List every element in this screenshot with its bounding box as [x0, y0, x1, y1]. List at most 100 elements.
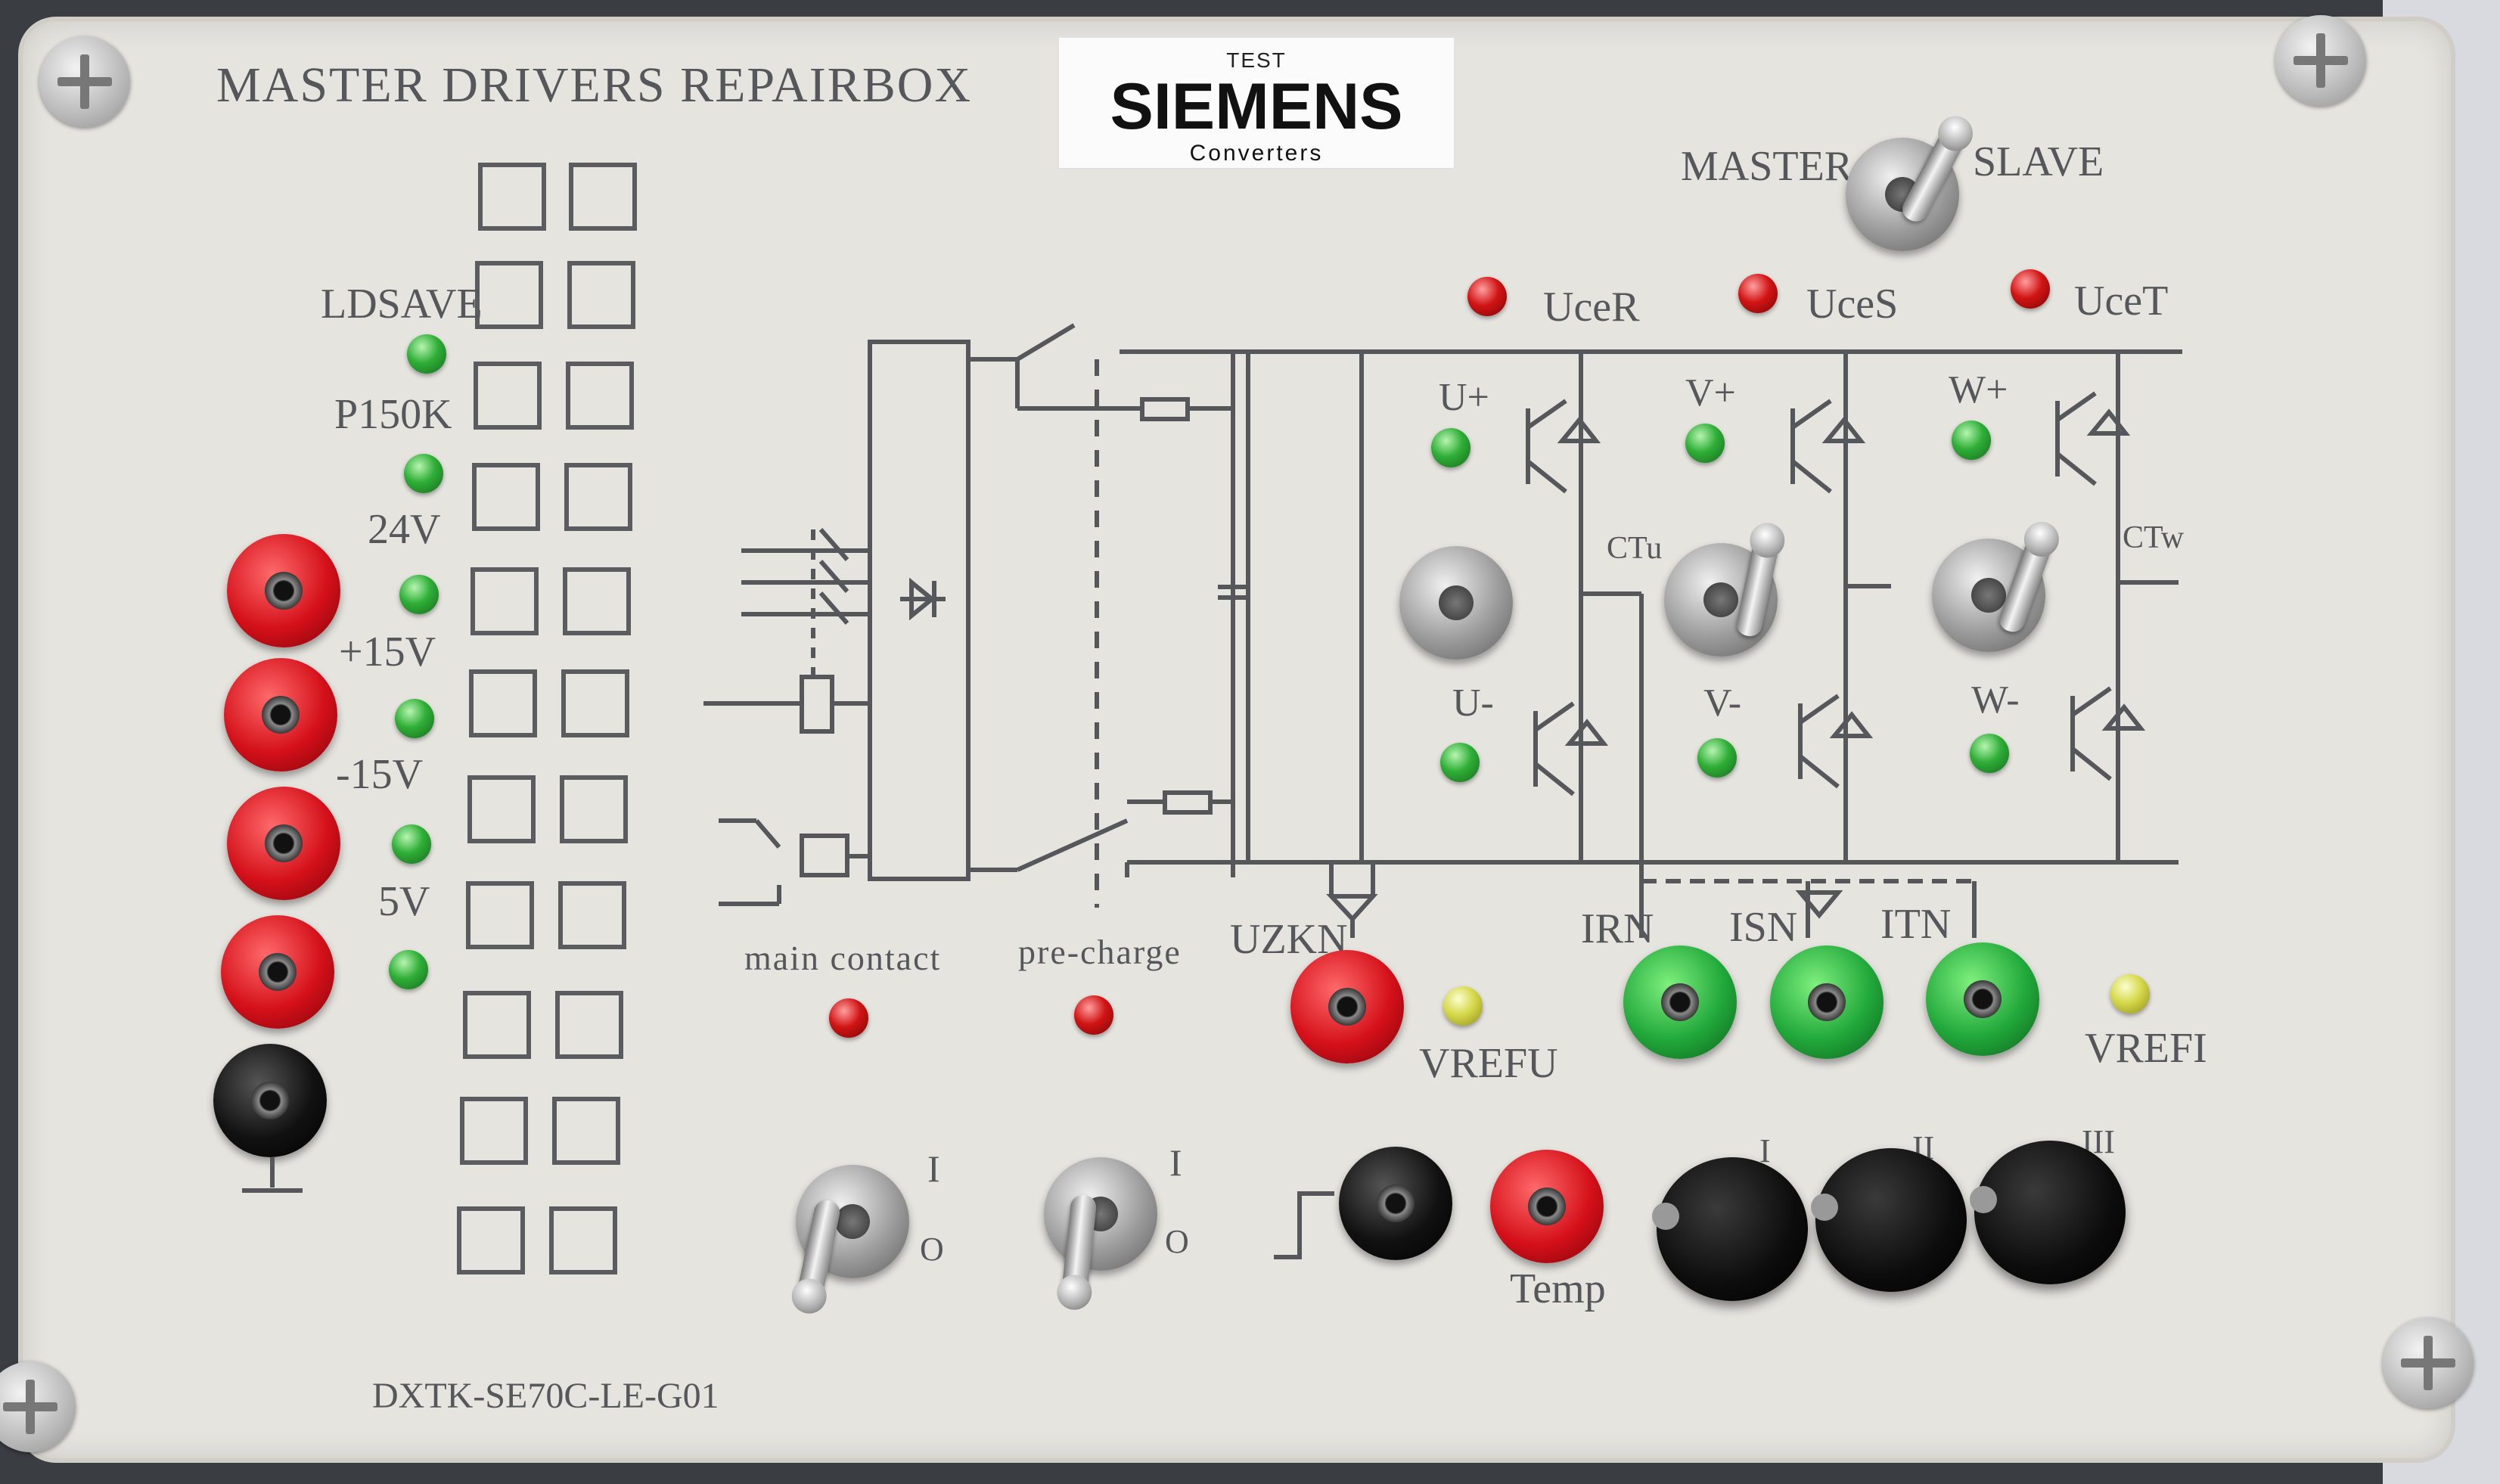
status-square: [472, 463, 540, 531]
label-ctw: CTw: [2123, 520, 2185, 555]
jack-minus15v[interactable]: [227, 787, 340, 900]
jack-bottom-ground[interactable]: [1339, 1147, 1452, 1260]
status-square: [566, 362, 634, 430]
label-u-minus: U-: [1452, 681, 1494, 725]
status-square: [463, 991, 531, 1059]
fuse-holder-1[interactable]: [1652, 1157, 1808, 1301]
pre-charge-on-mark: I: [1169, 1141, 1182, 1184]
siemens-logo: TEST SIEMENS Converters: [1057, 36, 1455, 169]
status-square: [569, 163, 637, 231]
led-vrefu: [1443, 986, 1483, 1026]
resistor-icon: [1140, 397, 1190, 421]
label-ucer: UceR: [1543, 284, 1640, 331]
led-vrefi: [2110, 974, 2150, 1014]
ground-symbol-icon: [242, 1157, 303, 1193]
igbt-symbol-icon: [2070, 686, 2146, 781]
label-vrefi: VREFI: [2085, 1025, 2207, 1072]
fuse-holder-3[interactable]: [1970, 1141, 2126, 1284]
led-p150k: [404, 454, 443, 493]
status-square: [560, 775, 628, 843]
status-square: [457, 1206, 525, 1274]
diode-bridge-icon: [900, 577, 946, 621]
led-w-minus: [1970, 734, 2009, 773]
status-square: [549, 1206, 617, 1274]
jack-plus15v[interactable]: [224, 658, 337, 771]
status-square: [470, 567, 539, 635]
screw-icon: [2275, 15, 2366, 106]
led-minus15v: [392, 824, 431, 864]
panel-title: MASTER DRIVERS REPAIRBOX: [216, 57, 973, 113]
rectifier-block: [868, 340, 970, 881]
logo-brand-text: SIEMENS: [1110, 70, 1403, 143]
status-square: [555, 991, 623, 1059]
led-v-minus: [1697, 738, 1737, 778]
igbt-symbol-icon: [1798, 694, 1874, 789]
label-vrefu: VREFU: [1419, 1040, 1558, 1087]
igbt-symbol-icon: [1790, 399, 1866, 494]
led-ucet: [2011, 269, 2050, 309]
led-ldsave: [407, 334, 446, 374]
label-ucet: UceT: [2074, 278, 2169, 324]
igbt-symbol-icon: [1526, 399, 1601, 494]
pre-charge-off-mark: O: [1165, 1223, 1189, 1260]
capacitor-icon: [1218, 585, 1248, 600]
led-24v: [399, 575, 439, 614]
label-pre-charge: pre-charge: [1018, 933, 1182, 971]
jack-itn[interactable]: [1926, 942, 2039, 1056]
screw-icon: [39, 36, 130, 127]
resistor-icon: [1163, 790, 1213, 815]
status-square: [467, 775, 536, 843]
igbt-symbol-icon: [2055, 391, 2131, 486]
label-temp: Temp: [1510, 1265, 1606, 1312]
logo-test-text: TEST: [1226, 48, 1287, 72]
label-v-minus: V-: [1703, 681, 1742, 725]
label-main-contact: main contact: [744, 939, 942, 977]
label-w-plus: W+: [1949, 368, 2008, 411]
label-u-plus: U+: [1439, 376, 1489, 419]
label-irn: IRN: [1581, 905, 1654, 952]
status-square: [567, 261, 635, 329]
ground-symbol-icon: [1274, 1191, 1334, 1259]
label-plus15v: +15V: [339, 629, 436, 675]
label-slave: SLAVE: [1973, 138, 2104, 185]
screw-icon: [0, 1361, 76, 1452]
jack-temp[interactable]: [1490, 1150, 1604, 1263]
led-5v: [389, 950, 428, 989]
led-uces: [1738, 274, 1778, 313]
status-square: [460, 1097, 528, 1165]
label-w-minus: W-: [1971, 678, 2020, 722]
led-ucer: [1467, 277, 1507, 316]
led-main-contact: [829, 998, 868, 1038]
status-square: [469, 669, 537, 737]
label-p150k: P150K: [334, 391, 452, 438]
relay-coil-icon: [703, 675, 870, 734]
label-5v: 5V: [378, 878, 430, 925]
label-uces: UceS: [1806, 281, 1899, 328]
jack-ground[interactable]: [213, 1044, 327, 1157]
jack-plus5v[interactable]: [221, 915, 334, 1029]
status-square: [474, 362, 542, 430]
label-ctu: CTu: [1607, 531, 1663, 566]
jack-uzkn[interactable]: [1290, 950, 1404, 1063]
label-master: MASTER: [1681, 143, 1853, 190]
status-square: [558, 881, 626, 949]
led-u-plus: [1431, 428, 1470, 467]
logo-converters-text: Converters: [1189, 141, 1324, 166]
fuse-holder-2[interactable]: [1811, 1148, 1967, 1292]
status-square: [561, 669, 629, 737]
main-contact-off-mark: O: [920, 1231, 944, 1268]
status-square: [552, 1097, 620, 1165]
pre-charge-toggle[interactable]: [1044, 1157, 1157, 1271]
status-square: [466, 881, 534, 949]
phase-w-toggle[interactable]: [1932, 539, 2045, 652]
jack-irn[interactable]: [1623, 945, 1737, 1059]
screw-icon: [2383, 1318, 2474, 1408]
jack-plus24v[interactable]: [227, 534, 340, 647]
phase-u-toggle[interactable]: [1399, 546, 1513, 660]
led-pre-charge: [1074, 995, 1113, 1035]
model-number: DXTK-SE70C-LE-G01: [372, 1376, 719, 1416]
status-square: [475, 261, 543, 329]
label-v-plus: V+: [1685, 371, 1736, 414]
jack-isn[interactable]: [1770, 945, 1884, 1059]
